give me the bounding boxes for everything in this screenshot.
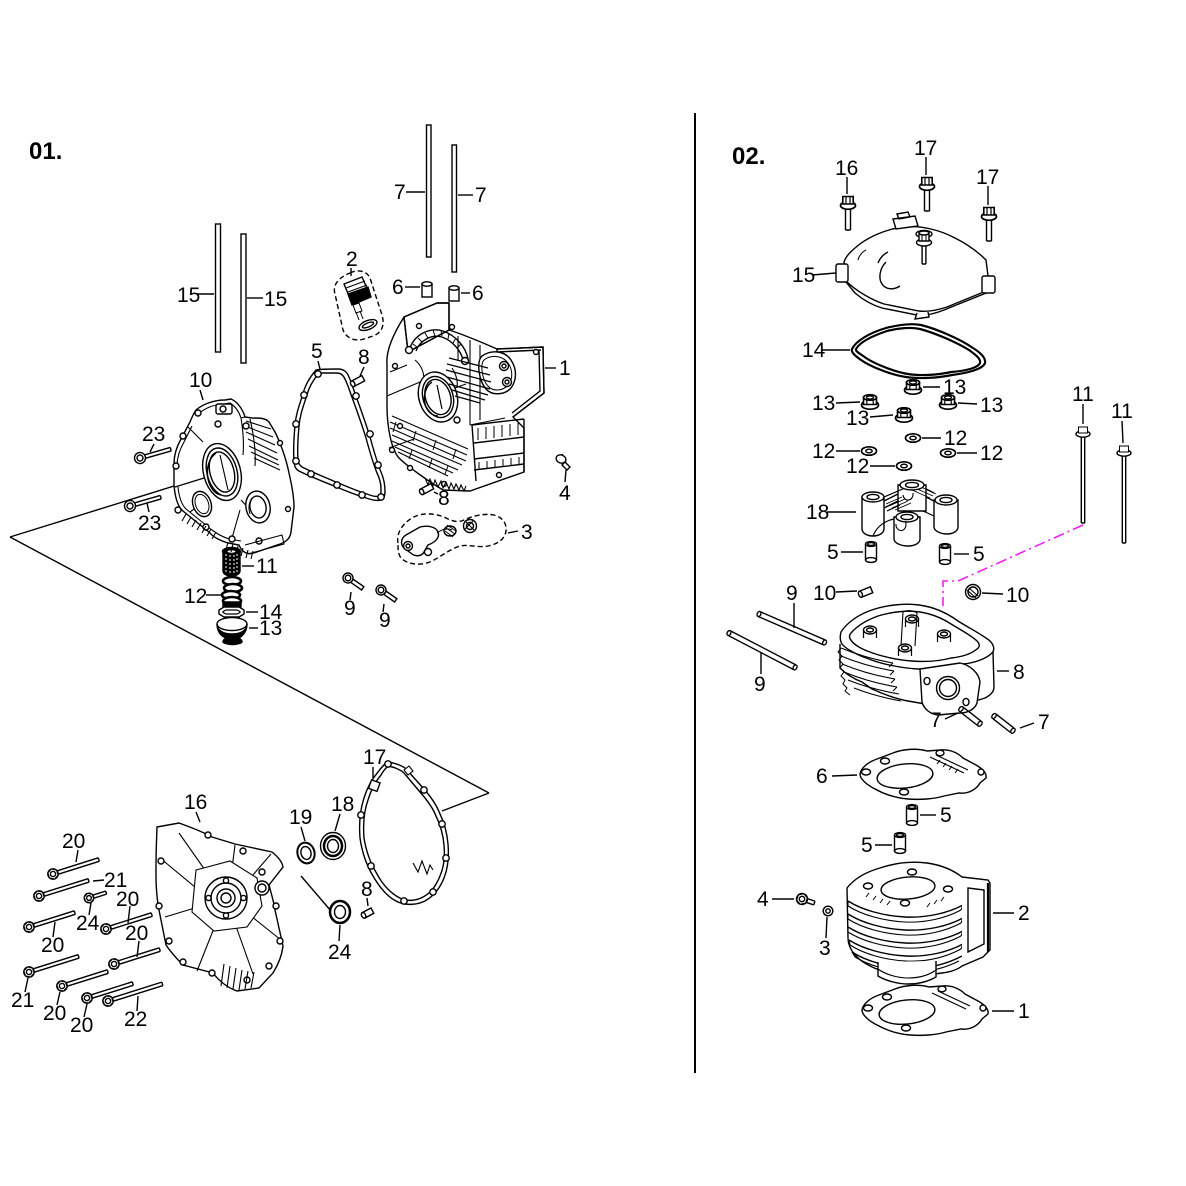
- svg-text:6: 6: [816, 765, 828, 788]
- svg-text:14: 14: [259, 601, 283, 624]
- svg-text:4: 4: [757, 888, 769, 911]
- svg-text:5: 5: [311, 340, 323, 363]
- svg-text:20: 20: [43, 1002, 66, 1025]
- svg-text:11: 11: [1072, 383, 1094, 406]
- svg-text:20: 20: [116, 888, 139, 911]
- svg-text:13: 13: [846, 407, 869, 430]
- svg-text:17: 17: [914, 137, 937, 160]
- svg-text:13: 13: [943, 376, 966, 399]
- svg-text:18: 18: [806, 501, 829, 524]
- svg-text:21: 21: [11, 989, 34, 1012]
- svg-text:7: 7: [394, 181, 406, 204]
- svg-text:5: 5: [827, 541, 839, 564]
- svg-text:12: 12: [812, 440, 835, 463]
- svg-text:6: 6: [392, 276, 404, 299]
- svg-text:23: 23: [138, 512, 161, 535]
- svg-text:16: 16: [835, 157, 858, 180]
- svg-text:5: 5: [940, 804, 952, 827]
- svg-text:5: 5: [861, 834, 873, 857]
- svg-text:8: 8: [361, 878, 373, 901]
- svg-text:23: 23: [142, 423, 165, 446]
- svg-text:2: 2: [346, 248, 358, 271]
- svg-text:10: 10: [189, 369, 212, 392]
- svg-text:8: 8: [1013, 661, 1025, 684]
- svg-text:1: 1: [1018, 1000, 1030, 1023]
- svg-text:15: 15: [792, 264, 815, 287]
- svg-text:7: 7: [1038, 711, 1050, 734]
- svg-text:20: 20: [41, 934, 64, 957]
- svg-text:15: 15: [264, 288, 287, 311]
- svg-text:13: 13: [259, 617, 282, 640]
- svg-text:02.: 02.: [732, 143, 765, 170]
- svg-text:18: 18: [331, 793, 354, 816]
- svg-text:4: 4: [559, 482, 571, 505]
- svg-text:9: 9: [344, 597, 356, 620]
- svg-text:7: 7: [930, 709, 942, 732]
- svg-text:11: 11: [1111, 400, 1133, 423]
- svg-text:22: 22: [124, 1008, 147, 1031]
- svg-text:13: 13: [980, 394, 1003, 417]
- svg-text:2: 2: [1018, 902, 1030, 925]
- svg-text:9: 9: [754, 673, 766, 696]
- svg-text:24: 24: [76, 912, 100, 935]
- svg-text:5: 5: [973, 543, 985, 566]
- svg-text:8: 8: [438, 487, 450, 510]
- svg-text:14: 14: [802, 339, 826, 362]
- svg-text:12: 12: [846, 455, 869, 478]
- svg-text:17: 17: [976, 166, 999, 189]
- svg-text:12: 12: [184, 585, 207, 608]
- svg-text:3: 3: [819, 937, 831, 960]
- svg-text:8: 8: [358, 346, 370, 369]
- svg-text:10: 10: [1006, 584, 1029, 607]
- svg-text:11: 11: [256, 555, 278, 578]
- svg-text:19: 19: [289, 806, 312, 829]
- svg-text:7: 7: [475, 184, 487, 207]
- svg-text:1: 1: [559, 357, 571, 380]
- svg-text:3: 3: [521, 521, 533, 544]
- svg-text:17: 17: [363, 746, 386, 769]
- svg-text:12: 12: [944, 427, 967, 450]
- svg-text:9: 9: [379, 609, 391, 632]
- svg-text:24: 24: [328, 941, 352, 964]
- svg-text:13: 13: [812, 392, 835, 415]
- svg-text:16: 16: [184, 791, 207, 814]
- svg-text:6: 6: [472, 282, 484, 305]
- svg-text:20: 20: [70, 1014, 93, 1037]
- svg-text:20: 20: [62, 830, 85, 853]
- svg-text:12: 12: [980, 442, 1003, 465]
- svg-text:10: 10: [813, 582, 836, 605]
- svg-text:01.: 01.: [29, 138, 62, 165]
- svg-text:9: 9: [786, 582, 798, 605]
- svg-text:21: 21: [104, 869, 127, 892]
- svg-text:15: 15: [177, 284, 200, 307]
- svg-text:20: 20: [125, 922, 148, 945]
